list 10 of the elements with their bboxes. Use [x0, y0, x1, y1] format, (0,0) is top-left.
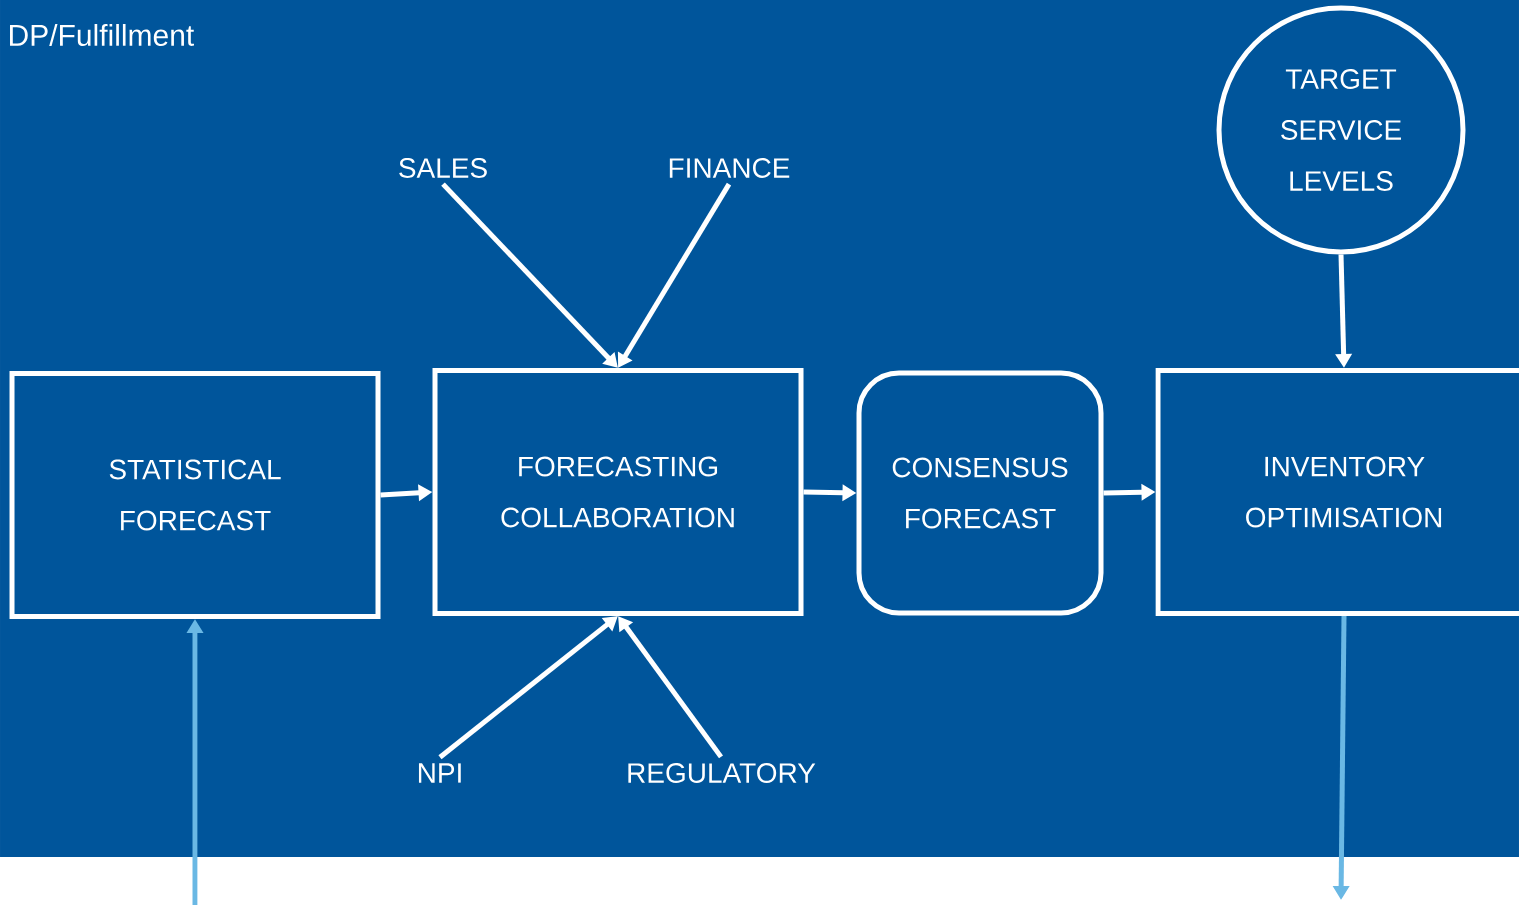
process-box: INVENTORY OPTIMISATION: [1155, 368, 1519, 616]
process-box: STATISTICAL FORECAST: [9, 371, 381, 619]
input-label: FINANCE: [669, 158, 790, 178]
title: DP/Fulfillment: [10, 24, 194, 46]
input-label: REGULATORY: [628, 763, 816, 783]
input-label: NPI: [418, 763, 461, 783]
process-box: FORECASTING COLLABORATION: [432, 368, 804, 616]
input-label: SALES: [399, 158, 487, 178]
rounded-box: CONSENSUS FORECAST: [856, 370, 1104, 616]
arrow: [441, 182, 618, 368]
